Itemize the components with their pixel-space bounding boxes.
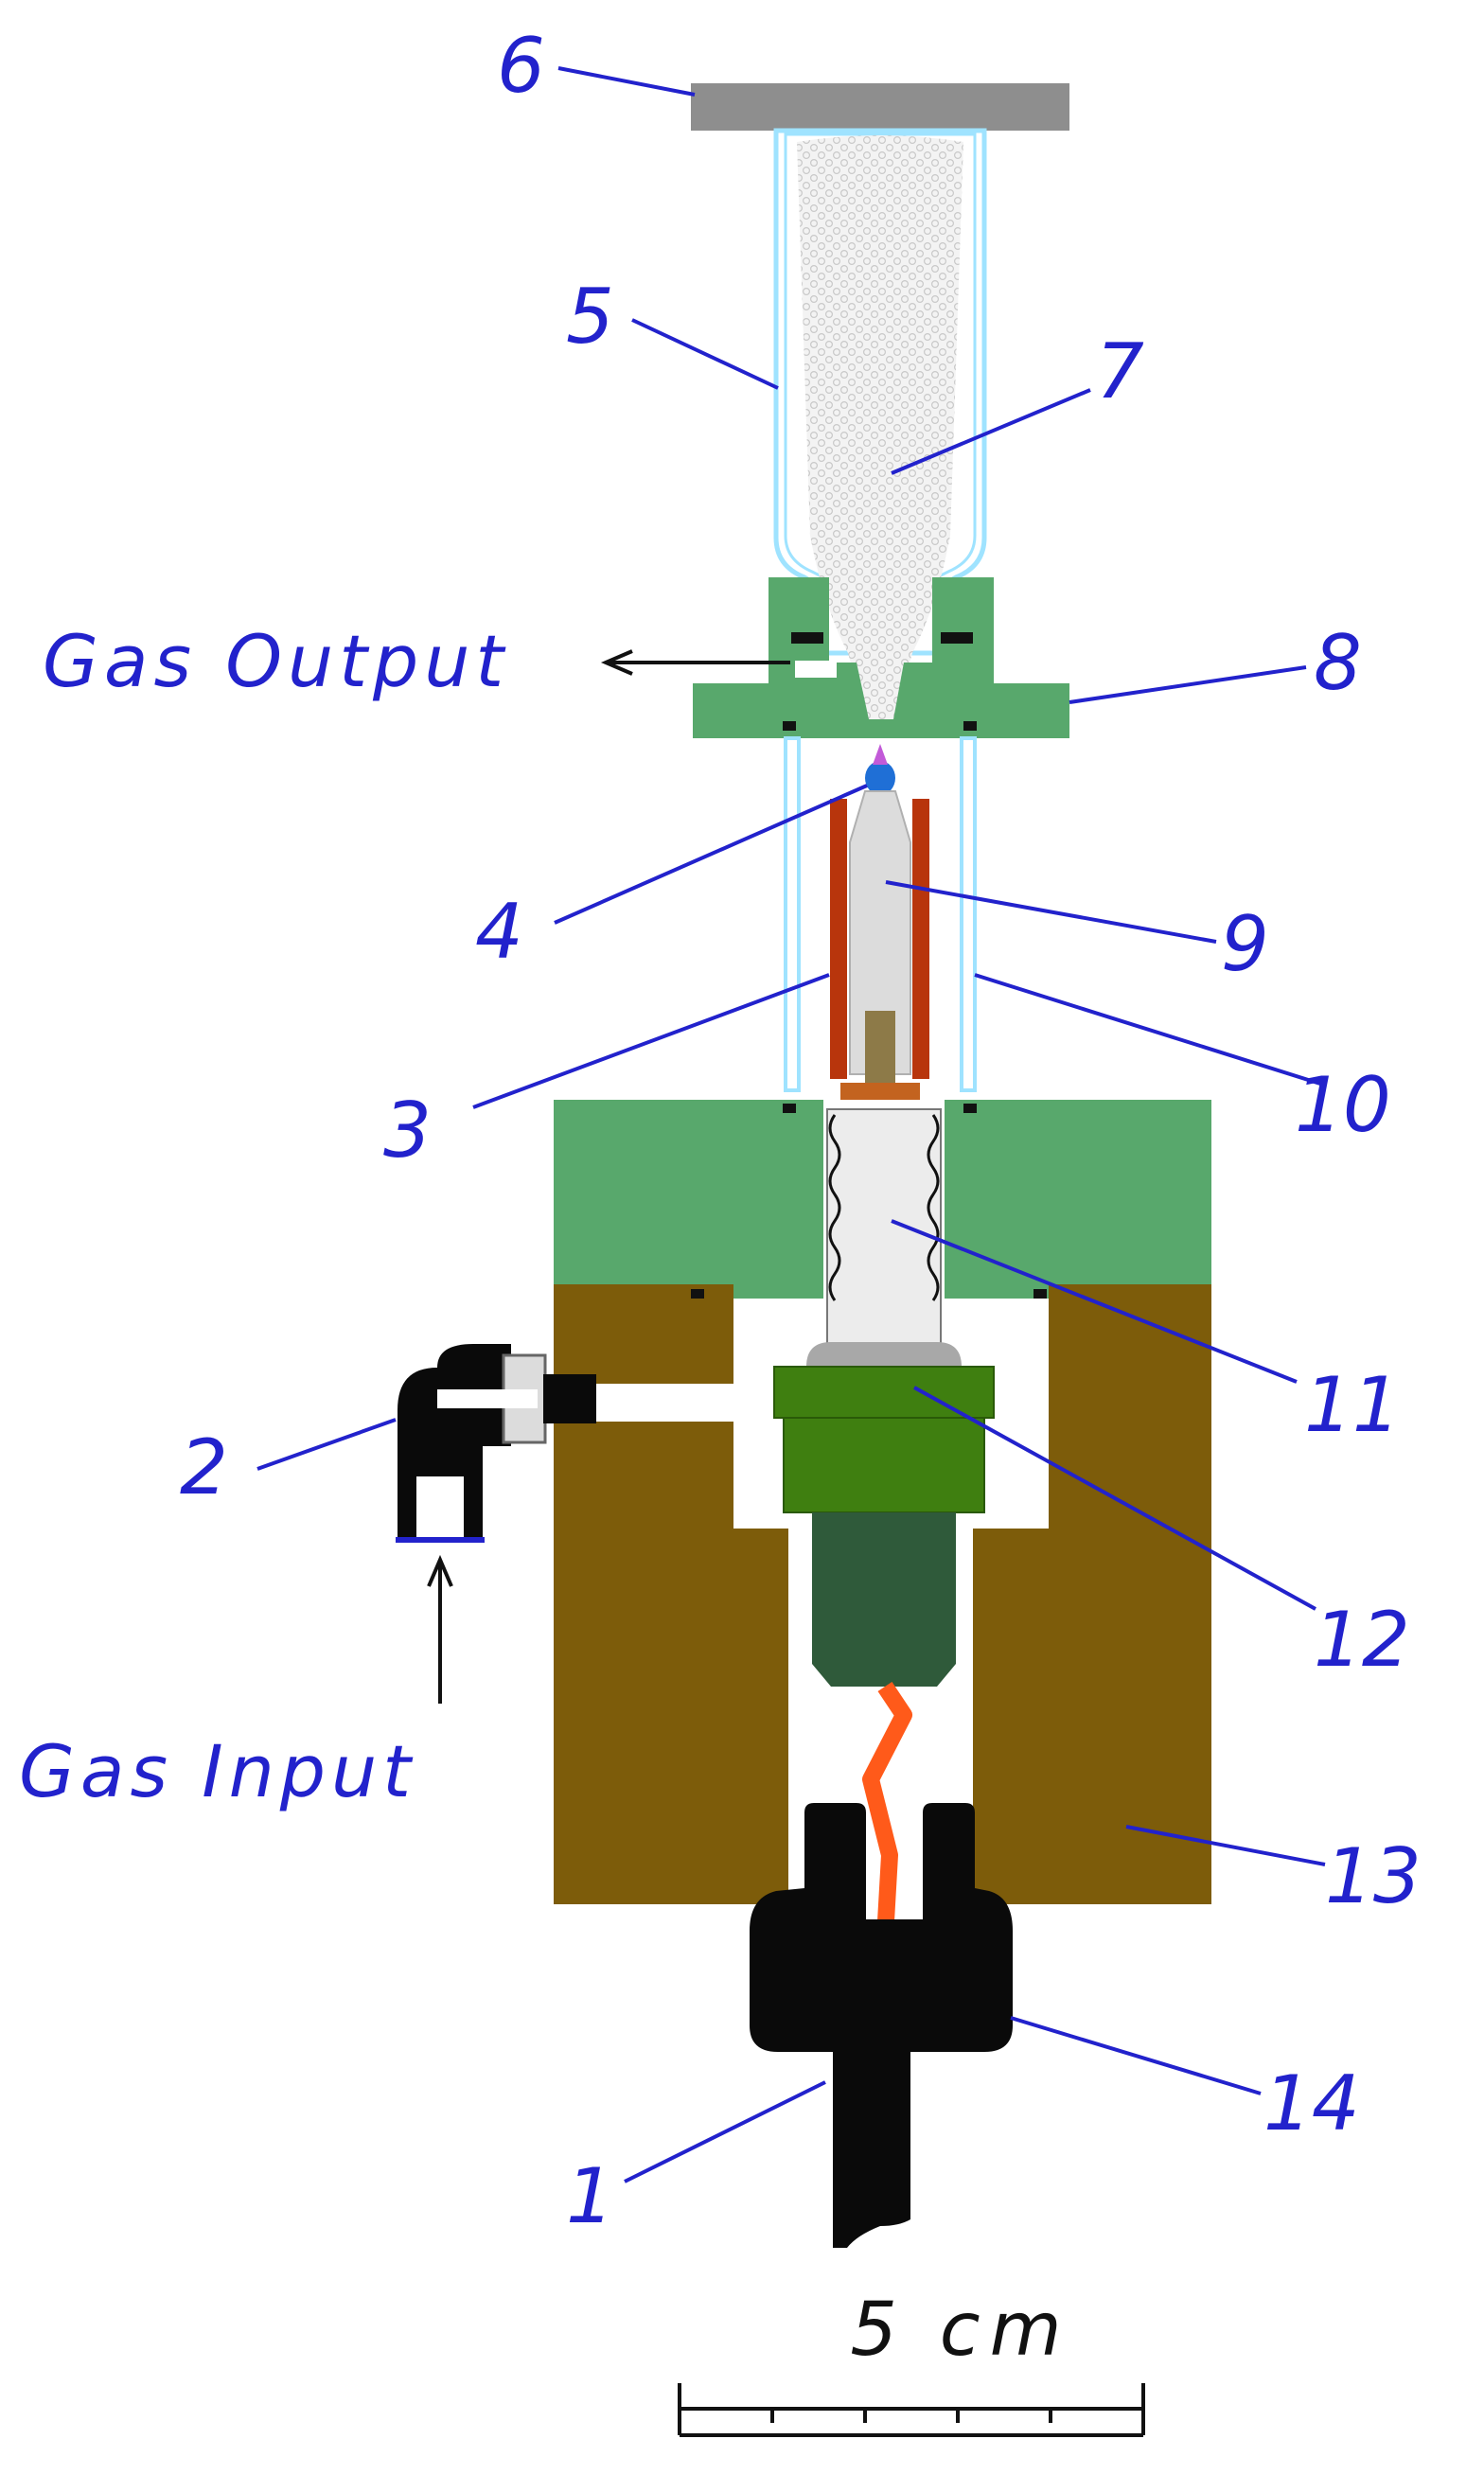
label-3: 3 (383, 1087, 432, 1175)
connector-boot (750, 1803, 1013, 2052)
spark-flame (873, 744, 888, 765)
leader-line-6 (557, 66, 696, 97)
leader-line-2 (256, 1418, 397, 1471)
label-12: 12 (1314, 1596, 1410, 1684)
leader-line-1 (624, 2080, 826, 2183)
o-ring-seal (941, 632, 973, 644)
o-ring-seal (1034, 1289, 1047, 1299)
leader-line-9 (885, 880, 1217, 944)
o-ring-seal (791, 632, 823, 644)
leader-line-11 (891, 1219, 1298, 1384)
gas-output-port (795, 661, 837, 678)
scale-bar-label: 5 cm (850, 2288, 1070, 2373)
label-5: 5 (566, 273, 614, 361)
spark-plug-lower-neck (812, 1664, 956, 1687)
spark-plug-insulator (849, 790, 911, 1075)
spark-plug-threads-left (828, 1114, 841, 1301)
label-4: 4 (475, 888, 523, 976)
spark-plug-lower-body (812, 1512, 956, 1664)
spark-plug-hex-nut (773, 1366, 995, 1419)
label-10: 10 (1295, 1061, 1391, 1149)
scale-bar (678, 2383, 1145, 2437)
copper-sleeve-base (840, 1083, 920, 1104)
o-ring-seal (783, 721, 796, 731)
inlet-tube (587, 1384, 748, 1422)
gas-output-label: Gas Output (43, 619, 509, 703)
copper-sleeve-left (830, 799, 847, 1079)
gas-input-label: Gas Input (19, 1729, 416, 1813)
power-cable (833, 2052, 910, 2248)
catalyst-packing (797, 135, 963, 719)
label-6: 6 (497, 22, 545, 110)
top-plate (691, 83, 1069, 131)
o-ring-seal (963, 1104, 977, 1113)
leader-line-5 (631, 318, 779, 390)
elbow-fitting-stem (543, 1374, 596, 1423)
leader-line-8 (1069, 665, 1307, 704)
leader-line-13 (1125, 1825, 1326, 1866)
label-11: 11 (1304, 1361, 1401, 1449)
label-2: 2 (180, 1423, 228, 1511)
spark-tip (865, 761, 895, 795)
spark-plug-hex-body (783, 1417, 985, 1513)
label-1: 1 (566, 2152, 614, 2240)
copper-sleeve-right (912, 799, 929, 1079)
lower-glass-tube-right-wall (960, 736, 977, 1092)
leader-line-10 (974, 973, 1321, 1086)
upper-flange (693, 577, 1069, 738)
o-ring-seal (963, 721, 977, 731)
brown-base-body (554, 1284, 1211, 1904)
label-14: 14 (1263, 2059, 1360, 2147)
leader-line-14 (1010, 2016, 1262, 2095)
lower-glass-tube-left-wall (784, 736, 801, 1092)
label-13: 13 (1325, 1832, 1422, 1920)
elbow-fitting-bore (437, 1389, 538, 1408)
label-7: 7 (1096, 327, 1144, 415)
leader-line-12 (913, 1386, 1316, 1611)
spark-plug-threaded-body (826, 1108, 942, 1347)
gas-input-arrowhead (427, 1554, 453, 1587)
elbow-fitting-rim (396, 1537, 485, 1543)
spark-plug-threads-right (927, 1114, 940, 1301)
label-9: 9 (1221, 900, 1269, 988)
label-8: 8 (1314, 619, 1362, 707)
elbow-fitting-inlet-bore (416, 1476, 464, 1539)
o-ring-seal (783, 1104, 796, 1113)
leader-line-7 (891, 388, 1091, 475)
spark-plug-gasket (806, 1342, 962, 1367)
high-voltage-cable (862, 1682, 912, 1988)
leader-line-4 (554, 784, 868, 925)
leader-line-3 (472, 973, 830, 1109)
gas-output-arrowhead (600, 649, 633, 676)
o-ring-seal (691, 1289, 704, 1299)
spark-plug-center-electrode (865, 1011, 895, 1094)
